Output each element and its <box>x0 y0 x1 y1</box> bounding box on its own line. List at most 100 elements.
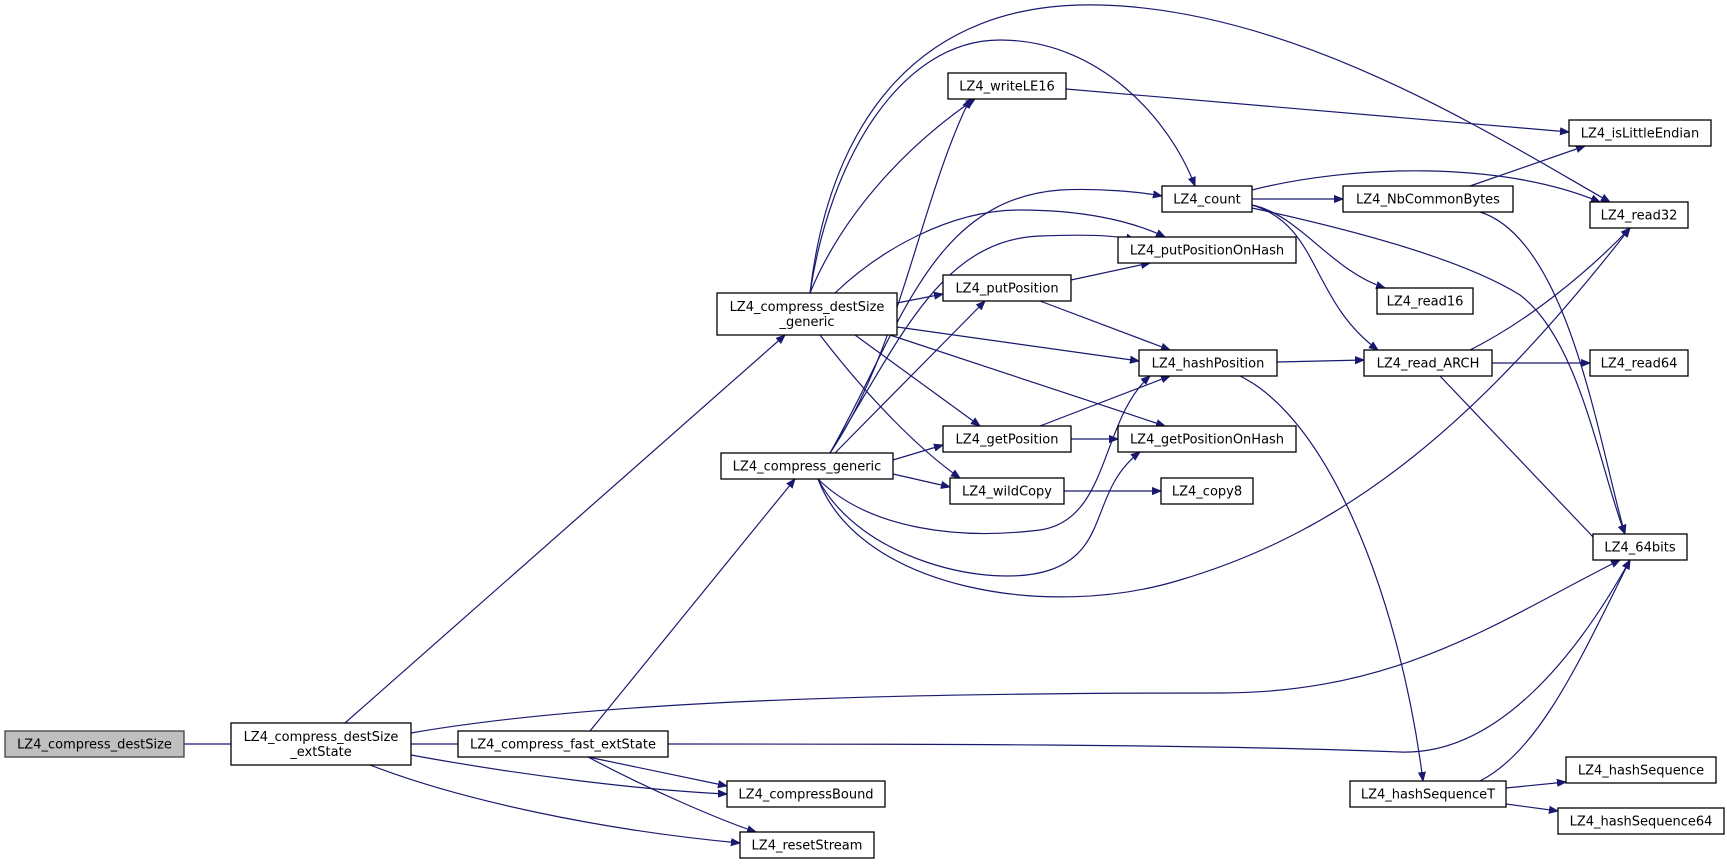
node-box[interactable] <box>947 72 1067 100</box>
node-LZ4_compress_fast_extState[interactable]: LZ4_compress_fast_extState <box>457 730 669 758</box>
node-box[interactable] <box>1568 119 1712 147</box>
edge-LZ4_compress_generic-to-LZ4_putPositionOnHash <box>829 235 1135 454</box>
node-LZ4_putPositionOnHash[interactable]: LZ4_putPositionOnHash <box>1117 236 1297 264</box>
edge-LZ4_count-to-LZ4_64bits <box>1251 207 1626 534</box>
node-label: LZ4_read64 <box>1601 357 1678 372</box>
node-label: LZ4_putPositionOnHash <box>1130 244 1284 259</box>
edge-LZ4_read_ARCH-to-LZ4_64bits <box>1439 375 1615 560</box>
node-LZ4_resetStream[interactable]: LZ4_resetStream <box>739 831 875 859</box>
node-LZ4_hashSequence[interactable]: LZ4_hashSequence <box>1565 756 1717 784</box>
node-label: LZ4_compress_destSize <box>244 730 399 745</box>
node-box[interactable] <box>1117 425 1297 453</box>
node-LZ4_count[interactable]: LZ4_count <box>1161 185 1253 213</box>
node-LZ4_getPosition[interactable]: LZ4_getPosition <box>942 425 1072 453</box>
edge-LZ4_compress_destSize_generic-to-LZ4_writeLE16 <box>809 99 975 294</box>
edge-LZ4_NbCommonBytes-to-LZ4_isLittleEndian <box>1469 146 1585 187</box>
edge-LZ4_compress_generic-to-LZ4_getPosition <box>892 445 943 461</box>
node-box[interactable] <box>716 292 898 336</box>
node-box[interactable] <box>1592 533 1688 561</box>
node-label: LZ4_compress_fast_extState <box>470 738 656 753</box>
edge-LZ4_compress_destSize_generic-to-LZ4_putPositionOnHash <box>834 209 1165 294</box>
node-label: _generic <box>778 315 834 330</box>
node-LZ4_read16[interactable]: LZ4_read16 <box>1376 287 1474 315</box>
edge-LZ4_hashSequenceT-to-LZ4_hashSequence64 <box>1505 803 1558 811</box>
node-box[interactable] <box>1349 780 1507 808</box>
node-LZ4_read32[interactable]: LZ4_read32 <box>1589 201 1689 229</box>
node-box[interactable] <box>1138 349 1278 377</box>
node-label: LZ4_hashPosition <box>1152 357 1265 372</box>
node-LZ4_copy8[interactable]: LZ4_copy8 <box>1160 477 1254 505</box>
node-label: LZ4_read_ARCH <box>1377 357 1480 372</box>
node-label: LZ4_compressBound <box>738 788 873 803</box>
edge-LZ4_count-to-LZ4_read32 <box>1251 170 1600 203</box>
node-label: LZ4_copy8 <box>1172 485 1242 500</box>
edge-LZ4_compress_destSize_extState-to-LZ4_resetStream <box>369 764 740 843</box>
node-LZ4_compress_destSize_extState[interactable]: LZ4_compress_destSize_extState <box>230 722 412 766</box>
node-box[interactable] <box>1342 185 1514 213</box>
node-box[interactable] <box>726 780 886 808</box>
node-label: LZ4_compress_destSize <box>730 300 885 315</box>
node-label: LZ4_compress_generic <box>733 460 882 475</box>
node-box[interactable] <box>942 425 1072 453</box>
edge-LZ4_count-to-LZ4_read_ARCH <box>1251 204 1378 350</box>
node-box[interactable] <box>4 730 185 758</box>
edge-LZ4_compress_destSize_generic-to-LZ4_getPosition <box>854 334 980 426</box>
node-box[interactable] <box>1376 287 1474 315</box>
node-box[interactable] <box>457 730 669 758</box>
node-box[interactable] <box>1117 236 1297 264</box>
edge-LZ4_hashSequenceT-to-LZ4_64bits <box>1479 560 1630 782</box>
node-label: LZ4_compress_destSize <box>17 738 172 753</box>
node-LZ4_NbCommonBytes[interactable]: LZ4_NbCommonBytes <box>1342 185 1514 213</box>
node-box[interactable] <box>942 274 1072 302</box>
node-LZ4_hashSequenceT[interactable]: LZ4_hashSequenceT <box>1349 780 1507 808</box>
node-LZ4_isLittleEndian[interactable]: LZ4_isLittleEndian <box>1568 119 1712 147</box>
node-LZ4_getPositionOnHash[interactable]: LZ4_getPositionOnHash <box>1117 425 1297 453</box>
node-LZ4_64bits[interactable]: LZ4_64bits <box>1592 533 1688 561</box>
node-LZ4_read64[interactable]: LZ4_read64 <box>1589 349 1689 377</box>
node-box[interactable] <box>1589 349 1689 377</box>
edge-LZ4_getPosition-to-LZ4_hashPosition <box>1039 376 1170 427</box>
node-box[interactable] <box>739 831 875 859</box>
node-LZ4_compress_generic[interactable]: LZ4_compress_generic <box>720 452 894 480</box>
node-LZ4_hashPosition[interactable]: LZ4_hashPosition <box>1138 349 1278 377</box>
node-LZ4_compressBound[interactable]: LZ4_compressBound <box>726 780 886 808</box>
edge-LZ4_compress_generic-to-LZ4_putPosition <box>834 301 985 454</box>
node-label: LZ4_count <box>1173 193 1241 208</box>
node-LZ4_hashSequence64[interactable]: LZ4_hashSequence64 <box>1557 807 1725 835</box>
node-LZ4_wildCopy[interactable]: LZ4_wildCopy <box>949 477 1065 505</box>
edge-LZ4_compress_destSize_generic-to-LZ4_putPosition <box>896 294 943 304</box>
edge-LZ4_putPosition-to-LZ4_putPositionOnHash <box>1070 263 1150 281</box>
edge-LZ4_compress_destSize_generic-to-LZ4_read32 <box>809 4 1610 294</box>
edge-LZ4_compress_destSize_extState-to-LZ4_compress_destSize_generic <box>344 335 785 724</box>
node-label: LZ4_isLittleEndian <box>1581 127 1700 142</box>
node-LZ4_compress_destSize[interactable]: LZ4_compress_destSize <box>4 730 185 758</box>
edge-LZ4_compress_generic-to-LZ4_wildCopy <box>892 473 950 487</box>
edge-LZ4_hashPosition-to-LZ4_hashSequenceT <box>1239 375 1423 781</box>
node-box[interactable] <box>1363 349 1493 377</box>
node-LZ4_writeLE16[interactable]: LZ4_writeLE16 <box>947 72 1067 100</box>
node-label: LZ4_getPositionOnHash <box>1130 433 1284 448</box>
edge-LZ4_compress_destSize_extState-to-LZ4_64bits <box>410 560 1620 734</box>
node-box[interactable] <box>1160 477 1254 505</box>
edge-LZ4_compress_generic-to-LZ4_getPositionOnHash <box>817 452 1140 577</box>
edge-LZ4_compress_destSize_generic-to-LZ4_hashPosition <box>896 326 1139 361</box>
node-LZ4_compress_destSize_generic[interactable]: LZ4_compress_destSize_generic <box>716 292 898 336</box>
node-LZ4_putPosition[interactable]: LZ4_putPosition <box>942 274 1072 302</box>
edge-LZ4_hashSequenceT-to-LZ4_hashSequence <box>1505 782 1566 789</box>
edge-LZ4_read_ARCH-to-LZ4_read32 <box>1469 228 1630 351</box>
edge-LZ4_compress_generic-to-LZ4_hashPosition <box>817 376 1150 535</box>
node-box[interactable] <box>1589 201 1689 229</box>
edge-LZ4_count-to-LZ4_read16 <box>1251 204 1385 288</box>
edge-LZ4_compress_generic-to-LZ4_count <box>829 188 1162 454</box>
edge-LZ4_compress_fast_extState-to-LZ4_compress_generic <box>589 479 795 732</box>
edge-LZ4_NbCommonBytes-to-LZ4_64bits <box>1479 211 1625 534</box>
node-box[interactable] <box>230 722 412 766</box>
edge-LZ4_hashPosition-to-LZ4_read_ARCH <box>1276 360 1364 362</box>
node-box[interactable] <box>1557 807 1725 835</box>
node-box[interactable] <box>949 477 1065 505</box>
node-LZ4_read_ARCH[interactable]: LZ4_read_ARCH <box>1363 349 1493 377</box>
node-box[interactable] <box>1161 185 1253 213</box>
node-box[interactable] <box>720 452 894 480</box>
node-box[interactable] <box>1565 756 1717 784</box>
